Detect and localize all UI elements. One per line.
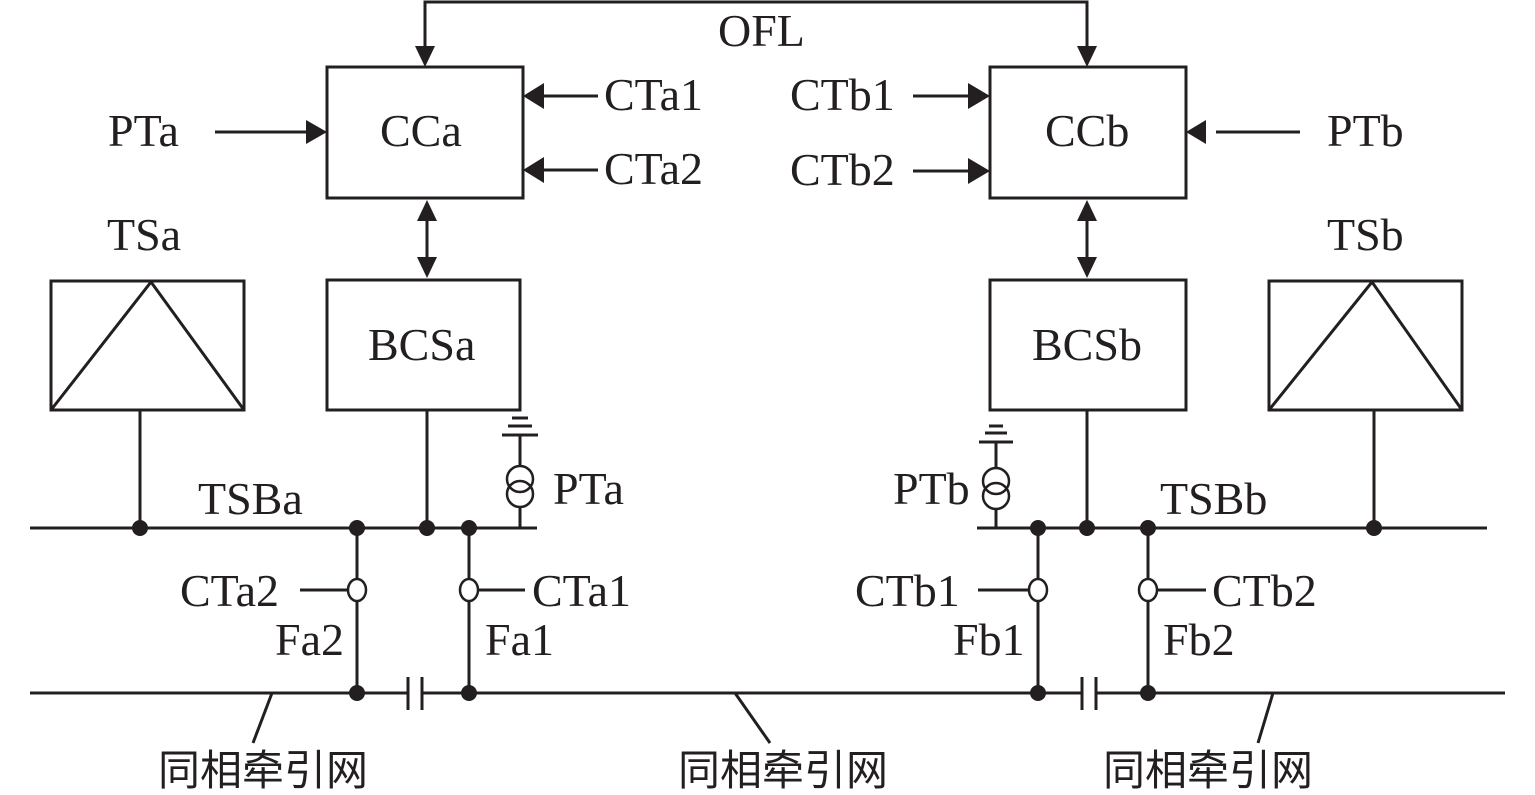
pta-device-label: PTa	[553, 463, 624, 514]
fb2-label: Fb2	[1163, 614, 1235, 665]
ccb-label: CCb	[1045, 105, 1129, 156]
feeder-fb2: CTb2 Fb2	[1137, 528, 1317, 693]
cta2-input-label: CTa2	[604, 143, 703, 194]
net-left-label: 同相牵引网	[158, 746, 368, 795]
cca-bcsa-link	[417, 200, 437, 278]
ctb1-input-arrow: CTb1	[790, 69, 990, 120]
section-insulator-a	[406, 677, 424, 710]
bcsa-label: BCSa	[368, 319, 475, 370]
network-label-left: 同相牵引网	[158, 692, 368, 795]
ofl-link: OFL	[415, 0, 1097, 67]
bcsb-label: BCSb	[1032, 319, 1142, 370]
pta-transformer: PTa	[502, 416, 624, 528]
feeder-fa2: CTa2 Fa2	[180, 528, 368, 693]
fa1-label: Fa1	[485, 614, 554, 665]
busbar-tsbb: TSBb	[977, 473, 1487, 536]
bcsa-unit: BCSa	[325, 278, 522, 412]
net-right-label: 同相牵引网	[1103, 746, 1313, 795]
controller-ccb: CCb	[988, 65, 1188, 200]
ofl-label: OFL	[718, 5, 805, 56]
controller-cca: CCa	[325, 65, 525, 200]
busbar-tsba: TSBa	[30, 473, 537, 536]
cca-label: CCa	[380, 105, 462, 156]
pta-input-arrow: PTa	[108, 105, 327, 156]
fa2-label: Fa2	[275, 614, 344, 665]
traction-network-line	[30, 685, 1505, 701]
tsba-label: TSBa	[198, 473, 303, 524]
ptb-device-label: PTb	[893, 463, 970, 514]
bcsb-unit: BCSb	[988, 278, 1188, 412]
network-label-middle: 同相牵引网	[678, 692, 888, 795]
cta1-input-arrow: CTa1	[523, 69, 703, 120]
fb1-label: Fb1	[953, 614, 1025, 665]
cta2-device-label: CTa2	[180, 565, 279, 616]
pta-input-label: PTa	[108, 105, 179, 156]
ptb-input-arrow: PTb	[1186, 105, 1404, 156]
feeder-fa1: CTa1 Fa1	[458, 528, 631, 693]
ccb-bcsb-link	[1077, 200, 1097, 278]
cta1-device-label: CTa1	[532, 565, 631, 616]
ctb2-input-label: CTb2	[790, 144, 895, 195]
network-label-right: 同相牵引网	[1103, 692, 1313, 795]
tsbb-label: TSBb	[1160, 473, 1267, 524]
section-insulator-b	[1080, 677, 1098, 710]
tsb-label: TSb	[1327, 209, 1404, 260]
net-mid-label: 同相牵引网	[678, 746, 888, 795]
ctb1-device-label: CTb1	[855, 565, 960, 616]
feeder-fb1: CTb1 Fb1	[855, 528, 1049, 693]
tsa-label: TSa	[107, 209, 181, 260]
ctb1-input-label: CTb1	[790, 69, 895, 120]
cta2-input-arrow: CTa2	[523, 143, 703, 194]
cta1-input-label: CTa1	[604, 69, 703, 120]
ptb-input-label: PTb	[1327, 105, 1404, 156]
ctb2-input-arrow: CTb2	[790, 144, 990, 195]
traction-substation-a: TSa	[49, 209, 246, 412]
traction-substation-b: TSb	[1267, 209, 1464, 412]
ptb-transformer: PTb	[893, 424, 1013, 528]
ctb2-device-label: CTb2	[1212, 565, 1317, 616]
